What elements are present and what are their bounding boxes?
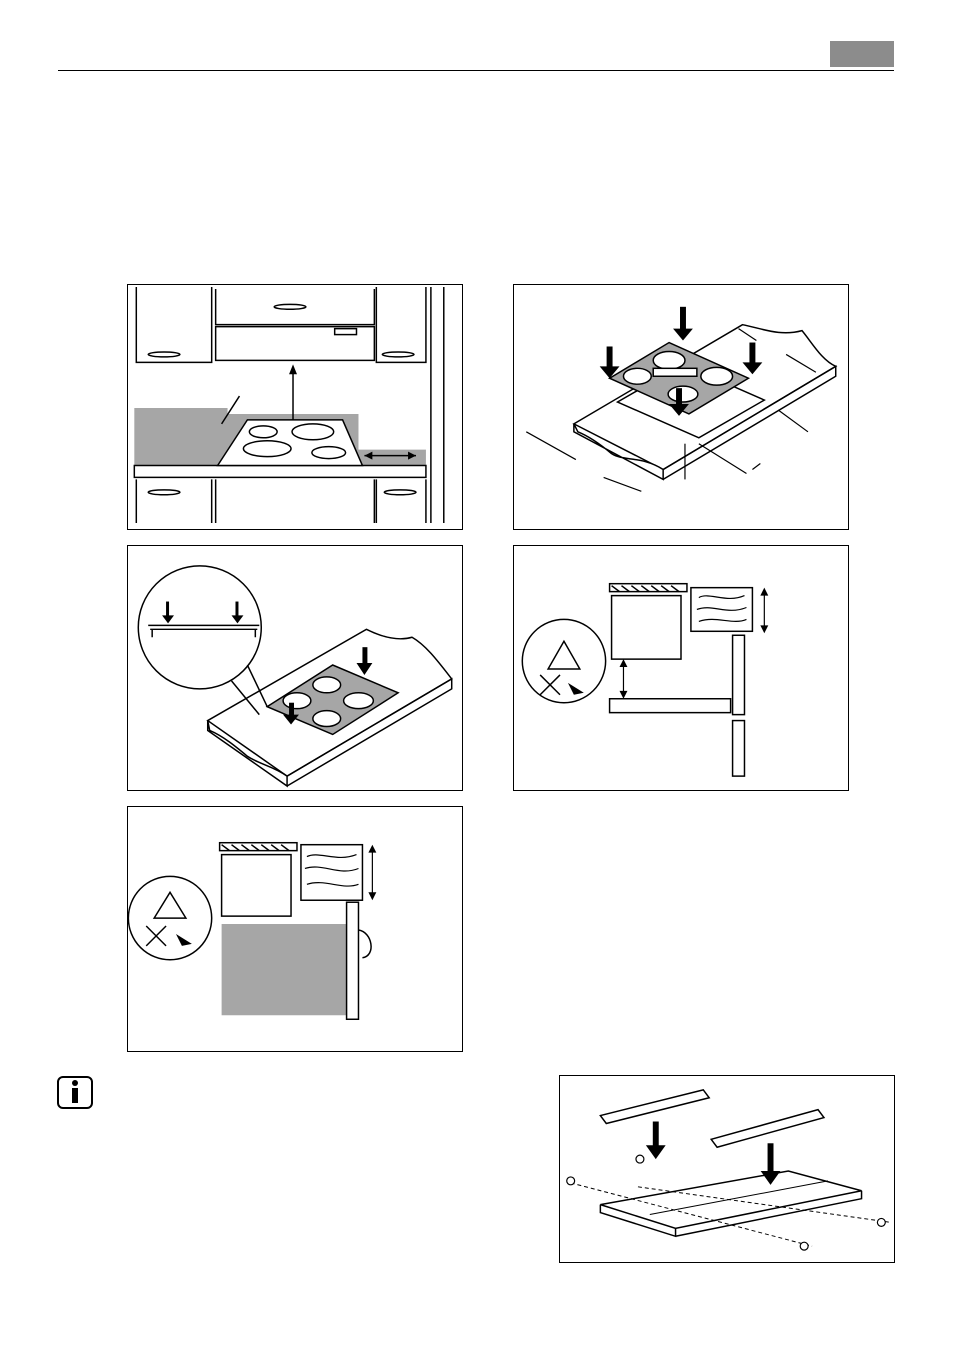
kitchen-installation-diagram [128, 285, 462, 529]
protection-box-diagram [560, 1076, 894, 1262]
header-rule [58, 70, 894, 71]
header-section-tab [830, 41, 894, 67]
hob-seal-magnified-diagram [128, 546, 462, 790]
figure-protection-box-assembly [559, 1075, 895, 1263]
info-icon [57, 1076, 93, 1109]
oven-clearance-diagram [128, 807, 462, 1051]
hob-cutout-diagram [514, 285, 848, 529]
figure-hob-seal-detail [127, 545, 463, 791]
figure-hob-cutout-dimensions [513, 284, 849, 530]
figure-oven-clearance [127, 806, 463, 1052]
drawer-clearance-diagram [514, 546, 848, 790]
figure-drawer-clearance [513, 545, 849, 791]
figure-kitchen-overview [127, 284, 463, 530]
